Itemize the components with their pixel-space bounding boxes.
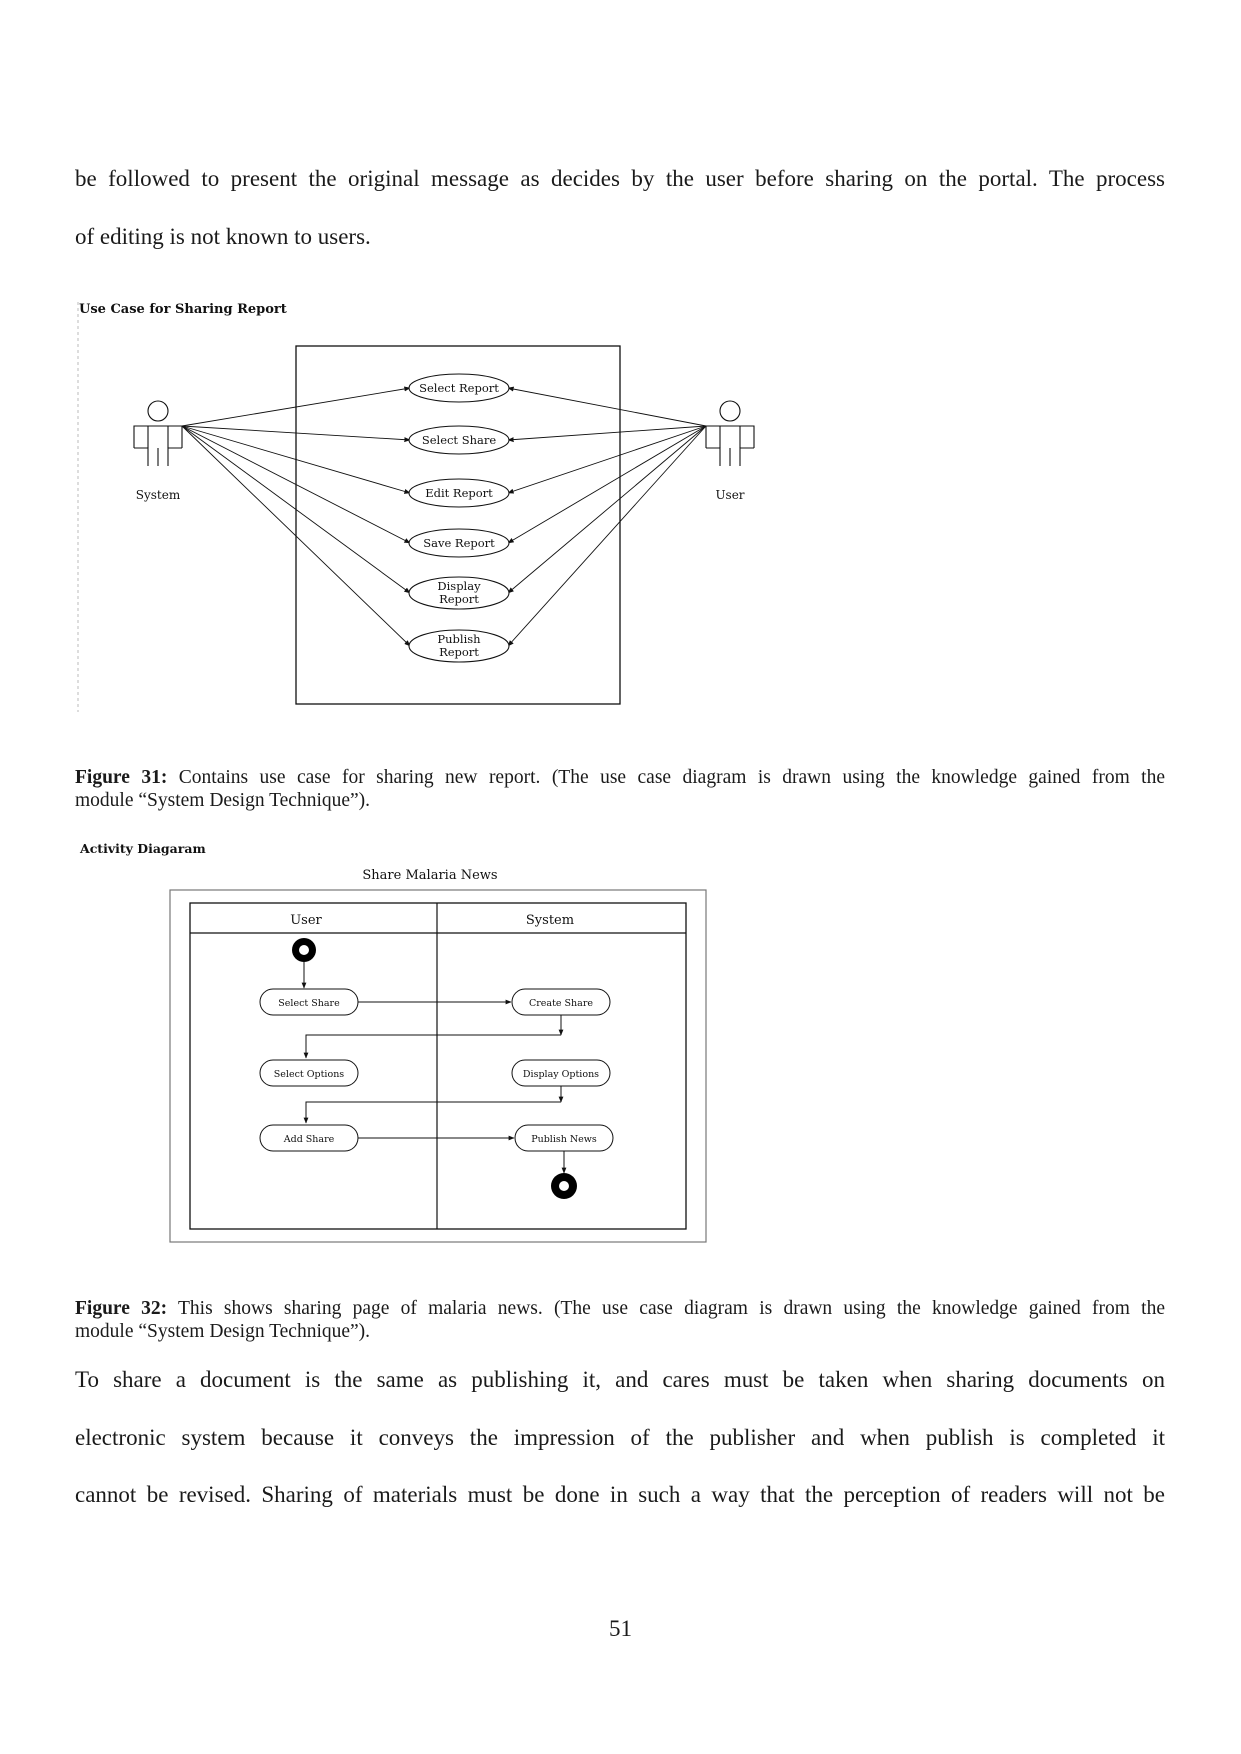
figure-31-text-line2: module “System Design Technique”). xyxy=(75,790,371,811)
svg-text:Select Share: Select Share xyxy=(278,998,340,1009)
svg-text:Publish: Publish xyxy=(437,632,481,646)
node-select-share: Select Share xyxy=(259,988,359,1016)
actor-system-icon xyxy=(133,400,183,466)
start-node-icon xyxy=(292,938,316,962)
svg-text:Select Share: Select Share xyxy=(422,433,497,447)
use-case-title: Use Case for Sharing Report xyxy=(79,302,287,317)
figure-31-label: Figure 31: xyxy=(75,767,168,788)
figure-32-text: This shows sharing page of malaria news.… xyxy=(178,1298,1165,1319)
use-case-display-report: Display Report xyxy=(408,576,510,610)
figure-32-label: Figure 32: xyxy=(75,1298,168,1319)
node-add-share: Add Share xyxy=(259,1124,359,1152)
activity-title: Share Malaria News xyxy=(362,868,497,883)
system-connectors xyxy=(181,386,411,647)
use-case-publish-report: Publish Report xyxy=(408,629,510,663)
closing-line: cannot be revised. Sharing of materials … xyxy=(75,1482,1165,1507)
activity-heading: Activity Diagaram xyxy=(79,841,206,856)
lane-user-label: User xyxy=(290,913,322,928)
node-select-options: Select Options xyxy=(259,1059,359,1087)
page-number: 51 xyxy=(609,1616,632,1641)
svg-text:Select Report: Select Report xyxy=(419,381,499,395)
activity-outer-frame xyxy=(169,889,707,1243)
svg-text:Report: Report xyxy=(439,592,479,606)
system-boundary xyxy=(295,345,621,705)
use-case-select-share: Select Share xyxy=(408,425,510,455)
svg-text:Create Share: Create Share xyxy=(529,998,593,1009)
node-create-share: Create Share xyxy=(511,988,611,1016)
intro-paragraph: be followed to present the original mess… xyxy=(75,150,1165,265)
use-case-select-report: Select Report xyxy=(408,373,510,403)
closing-line: electronic system because it conveys the… xyxy=(75,1424,1165,1450)
figure-32-text-line2: module “System Design Technique”). xyxy=(75,1321,371,1342)
svg-text:Publish News: Publish News xyxy=(531,1134,597,1145)
svg-text:Add Share: Add Share xyxy=(283,1134,335,1145)
node-display-options: Display Options xyxy=(511,1059,611,1087)
svg-text:Select Options: Select Options xyxy=(274,1069,345,1080)
svg-text:Save Report: Save Report xyxy=(423,536,495,550)
figure-31-text: Contains use case for sharing new report… xyxy=(178,767,1166,788)
svg-text:Edit Report: Edit Report xyxy=(425,486,493,500)
svg-text:Display: Display xyxy=(437,579,481,593)
intro-line: of editing is not known to users. xyxy=(75,223,371,249)
use-case-edit-report: Edit Report xyxy=(408,478,510,508)
user-connectors xyxy=(507,386,707,647)
intro-line: be followed to present the original mess… xyxy=(75,166,1165,191)
svg-text:Report: Report xyxy=(439,645,479,659)
node-publish-news: Publish News xyxy=(514,1124,614,1152)
end-node-icon xyxy=(551,1173,577,1199)
closing-paragraph: To share a document is the same as publi… xyxy=(75,1351,1165,1524)
figure-31-caption: Figure 31: Contains use case for sharing… xyxy=(75,766,1165,812)
use-case-save-report: Save Report xyxy=(408,528,510,558)
svg-text:Display Options: Display Options xyxy=(523,1069,599,1080)
figure-32-caption: Figure 32: This shows sharing page of ma… xyxy=(75,1297,1165,1343)
closing-line: To share a document is the same as publi… xyxy=(75,1367,1165,1392)
swimlane-frame xyxy=(189,902,687,1230)
activity-diagram: Activity Diagaram Share Malaria News Use… xyxy=(75,836,715,1246)
use-case-diagram: Use Case for Sharing Report System User xyxy=(70,296,770,716)
actor-user-icon xyxy=(705,400,755,466)
actor-user-label: User xyxy=(715,488,744,502)
actor-system-label: System xyxy=(136,488,181,502)
lane-system-label: System xyxy=(526,913,574,928)
